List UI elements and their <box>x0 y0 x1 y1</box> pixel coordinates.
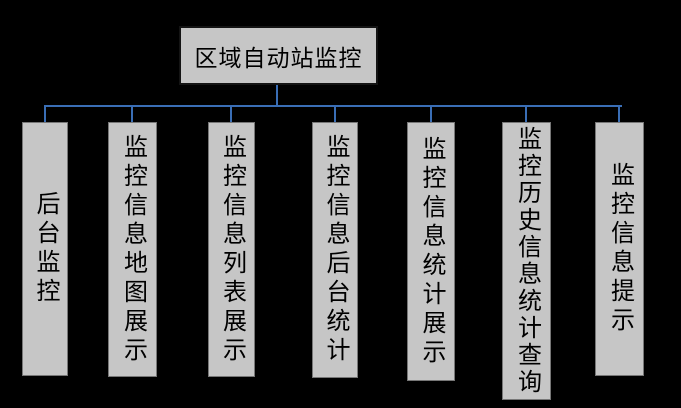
node-monitoring-info-map-display: 监控信息地图展示 <box>108 122 157 377</box>
connector-drop-6 <box>525 106 527 122</box>
child-node-label: 监控信息地图展示 <box>119 133 146 366</box>
connector-root-stem <box>276 85 278 106</box>
connector-horizontal <box>44 105 622 107</box>
node-backend-monitoring: 后台监控 <box>22 122 68 376</box>
child-node-label: 监控信息后台统计 <box>322 134 348 366</box>
connector-drop-5 <box>430 106 432 122</box>
node-monitoring-info-prompt: 监控信息提示 <box>595 122 644 376</box>
child-node-label: 监控信息提示 <box>606 162 633 336</box>
root-node-label: 区域自动站监控 <box>194 45 363 71</box>
connector-drop-4 <box>334 106 336 122</box>
node-monitoring-info-list-display: 监控信息列表展示 <box>208 122 255 377</box>
connector-drop-2 <box>131 106 133 122</box>
node-monitoring-info-statistics-display: 监控信息统计展示 <box>407 122 455 381</box>
connector-drop-7 <box>618 106 620 122</box>
child-node-label: 后台监控 <box>32 191 58 307</box>
node-monitoring-info-backend-statistics: 监控信息后台统计 <box>312 122 358 378</box>
node-monitoring-history-statistics-query: 监控历史信息统计查询 <box>502 122 551 400</box>
connector-drop-1 <box>44 106 46 122</box>
connector-drop-3 <box>230 106 232 122</box>
node-region-auto-station-monitoring: 区域自动站监控 <box>179 26 378 85</box>
child-node-label: 监控信息列表展示 <box>218 133 245 366</box>
child-node-label: 监控历史信息统计查询 <box>513 126 540 396</box>
child-node-label: 监控信息统计展示 <box>418 135 444 368</box>
